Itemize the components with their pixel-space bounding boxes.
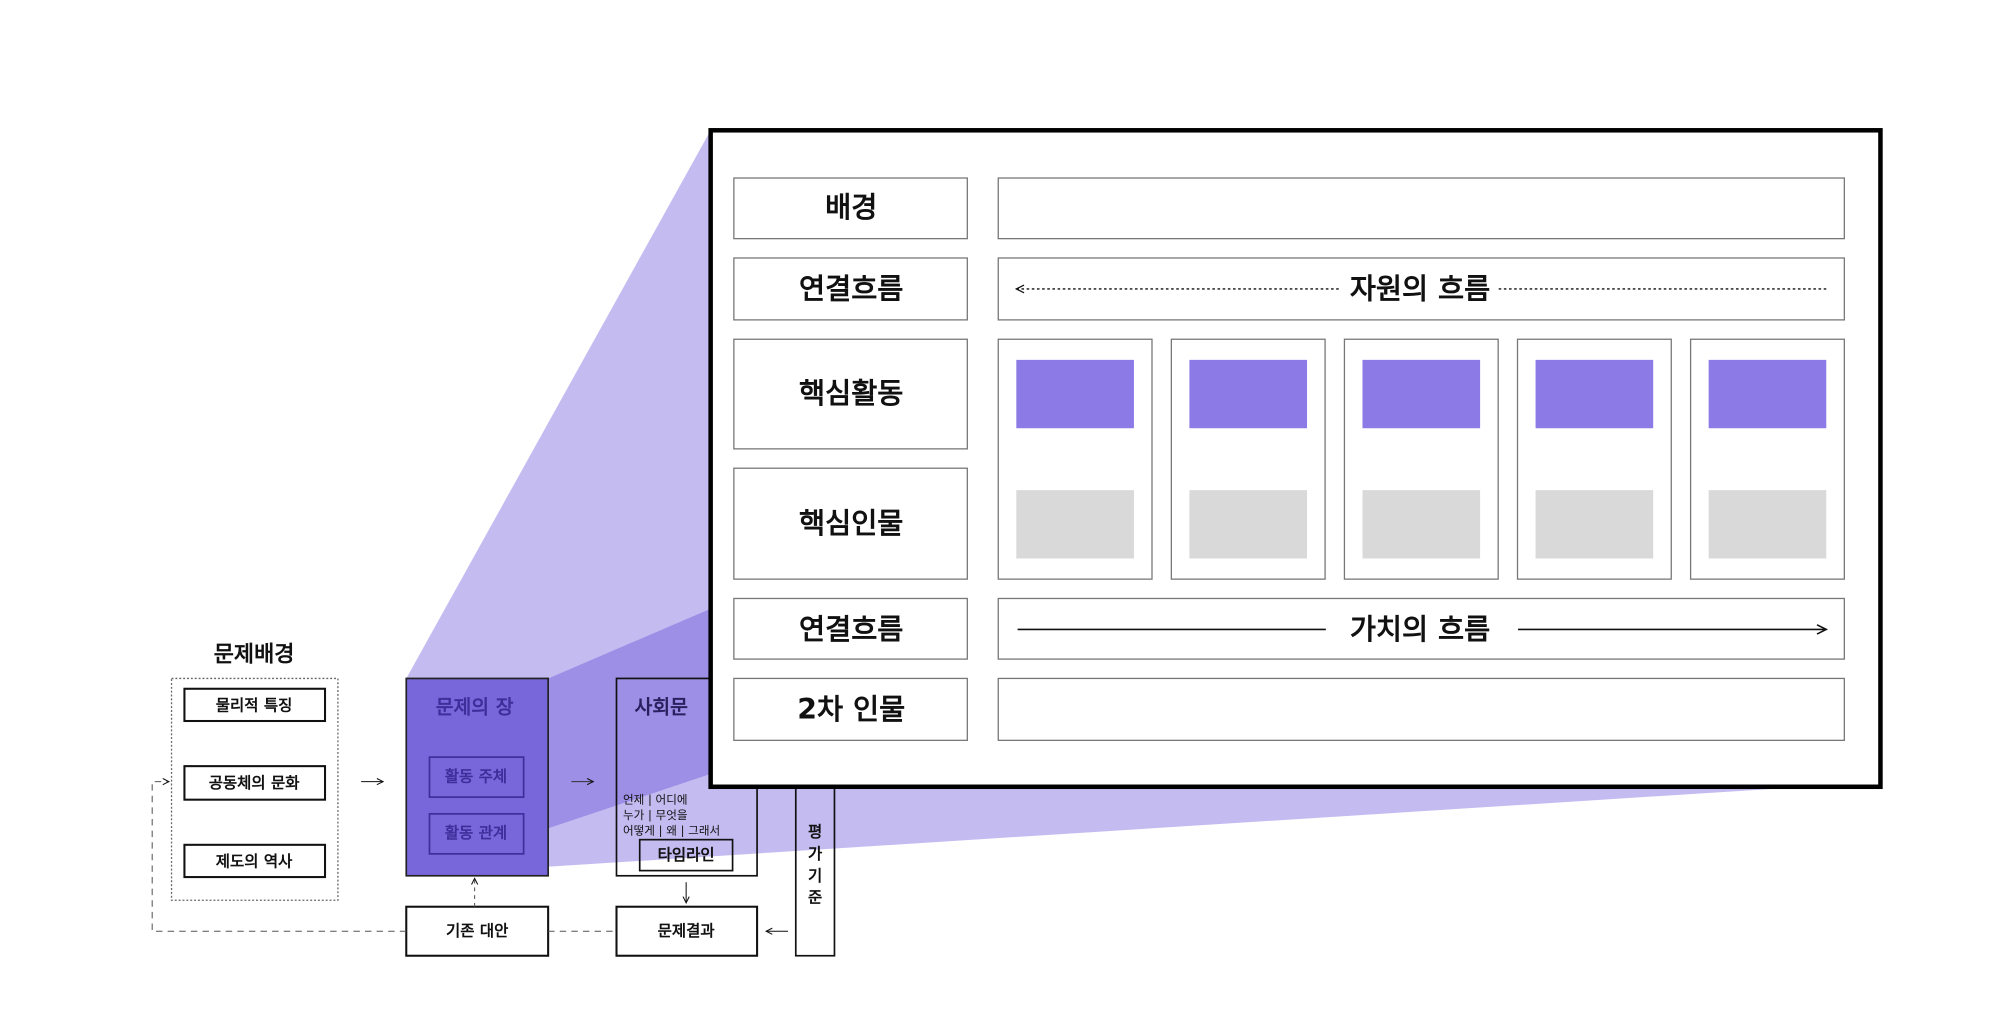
row-label: 연결흐름 — [733, 257, 968, 321]
background-group — [170, 677, 339, 901]
person-block — [1708, 490, 1827, 559]
row-label: 핵심인물 — [733, 467, 968, 580]
svg-text:준: 준 — [808, 889, 822, 907]
svg-text:사회문: 사회문 — [635, 695, 689, 718]
secondary-people-content — [997, 677, 1845, 741]
person-block — [1189, 490, 1308, 559]
svg-text:활동 주체: 활동 주체 — [445, 766, 507, 785]
existing-alternative-box[interactable]: 기존 대안 — [405, 905, 550, 957]
activity-block — [1708, 359, 1827, 429]
svg-text:평: 평 — [808, 823, 822, 841]
problem-field-box[interactable]: 문제의 장 활동 주체 활동 관계 — [405, 677, 549, 877]
svg-text:기: 기 — [808, 867, 822, 885]
svg-text:활동 관계: 활동 관계 — [445, 823, 507, 842]
svg-text:공동체의 문화: 공동체의 문화 — [209, 773, 301, 792]
person-block — [1016, 490, 1134, 559]
svg-text:기존 대안: 기존 대안 — [446, 922, 508, 940]
row-label: 연결흐름 — [733, 597, 968, 660]
person-block — [1362, 490, 1481, 559]
svg-text:문제의 장: 문제의 장 — [436, 695, 514, 718]
svg-text:어떻게 | 왜 | 그래서: 어떻게 | 왜 | 그래서 — [623, 824, 720, 839]
activity-columns — [997, 338, 1845, 580]
svg-text:물리적 특징: 물리적 특징 — [216, 697, 293, 715]
background-title: 문제배경 — [214, 643, 295, 668]
activity-block — [1016, 359, 1134, 429]
value-flow: 가치의 흐름 — [997, 597, 1845, 660]
zoom-panel: 배경 연결흐름 자원의 흐름 핵심활동 핵심인물 연결흐름 가치의 흐름 2차 … — [708, 128, 1883, 790]
problem-result-box[interactable]: 문제결과 — [615, 905, 759, 957]
svg-text:타임라인: 타임라인 — [658, 846, 715, 864]
background-item[interactable]: 물리적 특징 — [183, 687, 327, 723]
activity-block — [1535, 359, 1654, 429]
svg-text:자원의 흐름: 자원의 흐름 — [1350, 272, 1490, 305]
person-block — [1535, 490, 1654, 559]
background-content — [997, 177, 1845, 240]
svg-text:가치의 흐름: 가치의 흐름 — [1350, 613, 1490, 646]
svg-text:핵심인물: 핵심인물 — [799, 507, 903, 540]
activity-block — [1362, 359, 1481, 429]
background-item[interactable]: 공동체의 문화 — [183, 765, 327, 801]
feedback-dashed-arrow — [151, 782, 407, 932]
row-label: 배경 — [733, 177, 968, 240]
activity-block — [1189, 359, 1308, 429]
background-item[interactable]: 제도의 역사 — [183, 843, 327, 879]
svg-text:연결흐름: 연결흐름 — [799, 613, 903, 646]
svg-text:2차 인물: 2차 인물 — [797, 693, 905, 726]
row-label: 2차 인물 — [733, 677, 968, 741]
svg-text:배경: 배경 — [825, 191, 877, 224]
svg-text:연결흐름: 연결흐름 — [799, 272, 903, 305]
svg-text:문제결과: 문제결과 — [658, 922, 716, 940]
svg-text:핵심활동: 핵심활동 — [799, 377, 903, 410]
social-problem-box[interactable]: 사회문 언제 | 어디에 누가 | 무엇을 어떻게 | 왜 | 그래서 타임라인 — [615, 677, 758, 877]
svg-text:언제 | 어디에: 언제 | 어디에 — [623, 793, 688, 808]
svg-text:가: 가 — [808, 845, 823, 863]
svg-text:제도의 역사: 제도의 역사 — [216, 853, 293, 871]
row-label: 핵심활동 — [733, 338, 968, 450]
svg-text:누가 | 무엇을: 누가 | 무엇을 — [623, 808, 688, 823]
resource-flow: 자원의 흐름 — [997, 257, 1845, 321]
